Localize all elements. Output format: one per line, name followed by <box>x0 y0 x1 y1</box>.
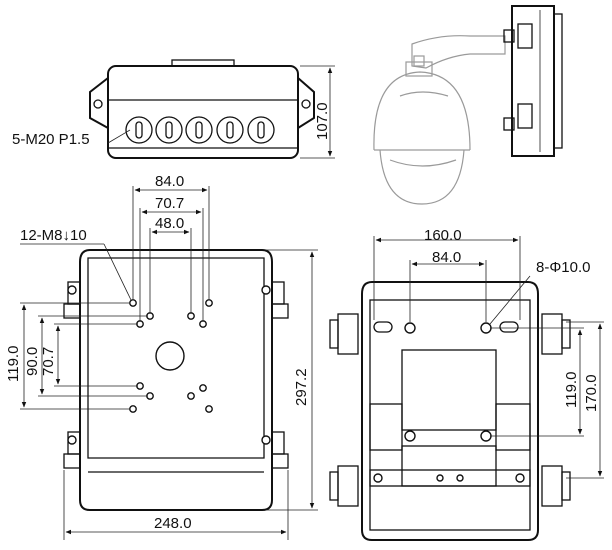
cable-gland-icon <box>125 116 275 144</box>
hole-spec-label: 8-Φ10.0 <box>536 259 591 276</box>
front-dim-84: 84.0 <box>155 173 184 190</box>
back-dim-119: 119.0 <box>563 372 580 408</box>
cable-gland-spec-label: 5-M20 P1.5 <box>12 131 90 148</box>
front-view-box <box>20 186 318 540</box>
front-dim-90: 90.0 <box>24 347 41 376</box>
dome-camera-icon <box>373 35 506 205</box>
back-dim-84: 84.0 <box>432 249 461 266</box>
back-dim-160: 160.0 <box>424 227 462 244</box>
front-dim-70-7: 70.7 <box>155 195 184 212</box>
front-dim-70-7-vertical: 70.7 <box>40 347 57 376</box>
overall-width-label: 248.0 <box>154 515 192 532</box>
screw-spec-label: 12-M8↓10 <box>20 227 87 244</box>
back-dim-170: 170.0 <box>583 374 600 412</box>
side-view-box <box>503 5 563 157</box>
box-height-label: 107.0 <box>314 102 331 140</box>
front-dim-119: 119.0 <box>5 346 22 382</box>
overall-height-label: 297.2 <box>293 368 310 406</box>
front-dim-48: 48.0 <box>155 215 184 232</box>
back-view-box <box>329 236 604 541</box>
top-view-junction-box <box>89 59 335 159</box>
